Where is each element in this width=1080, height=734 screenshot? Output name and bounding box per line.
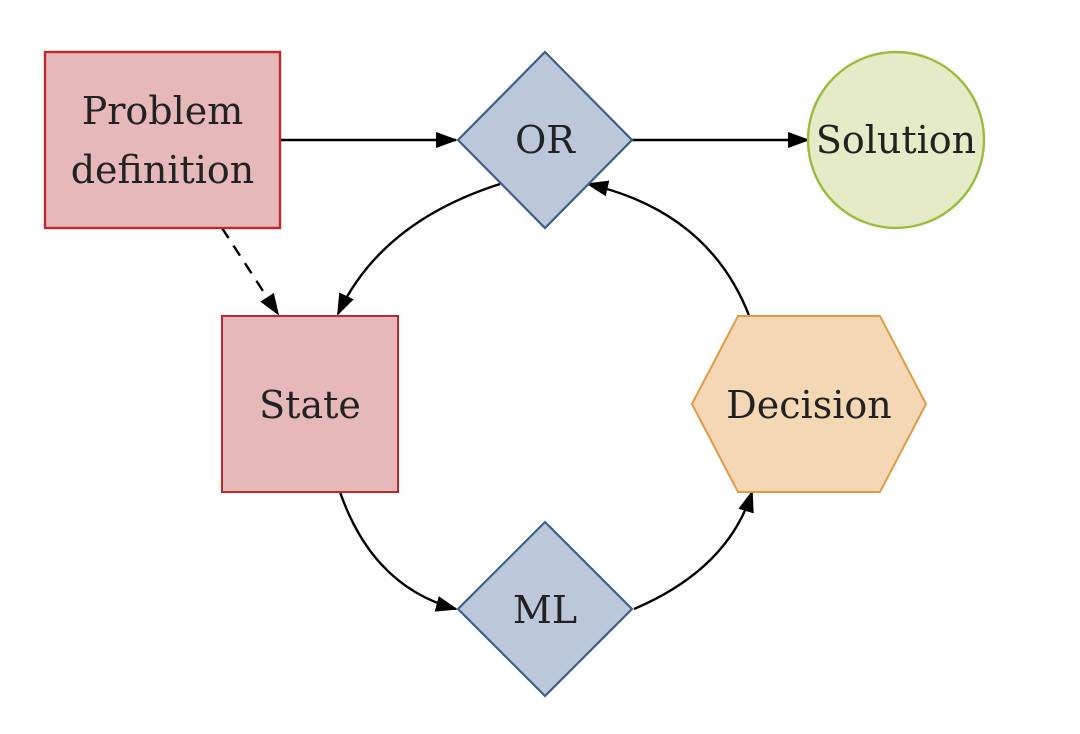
problem-definition-label-line1: Problem — [82, 89, 244, 133]
node-ml: ML — [456, 520, 634, 698]
edge-decision-to-or — [586, 180, 752, 319]
node-problem-definition: Problem definition — [43, 50, 282, 230]
edge-or-to-state — [336, 182, 501, 316]
state-label: State — [259, 383, 361, 427]
problem-definition-box — [43, 50, 282, 230]
edge-state-to-ml — [338, 491, 458, 612]
edge-problem-to-state — [220, 227, 280, 316]
decision-hexagon — [690, 315, 928, 493]
problem-definition-label-line2: definition — [71, 148, 255, 192]
node-decision: Decision — [690, 315, 928, 493]
solution-label: Solution — [816, 118, 976, 162]
or-diamond — [456, 50, 634, 230]
ml-diamond — [456, 520, 634, 698]
ml-label: ML — [513, 588, 577, 632]
edges — [220, 132, 810, 612]
edge-ml-to-decision — [633, 490, 754, 611]
node-state: State — [221, 315, 399, 493]
node-solution: Solution — [806, 50, 986, 230]
solution-circle — [806, 50, 986, 230]
state-box — [221, 315, 399, 493]
node-or: OR — [456, 50, 634, 230]
decision-label: Decision — [726, 383, 891, 427]
or-label: OR — [515, 118, 576, 162]
